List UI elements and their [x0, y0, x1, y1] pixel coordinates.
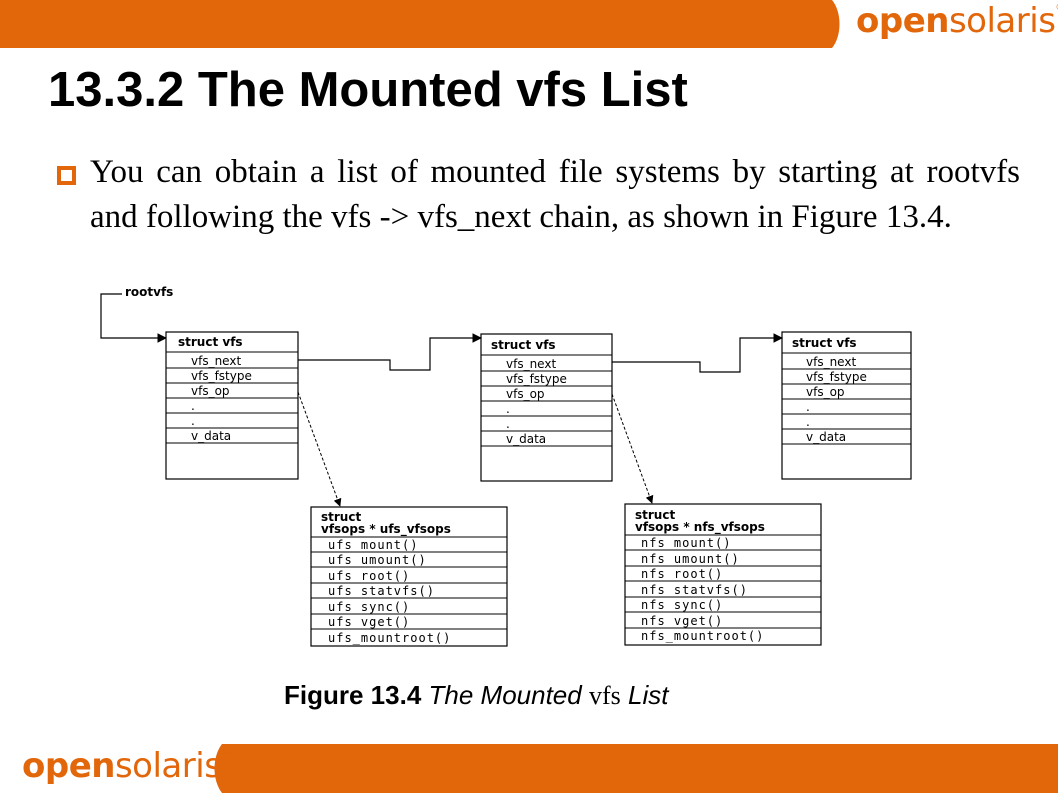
slide-title: 13.3.2 The Mounted vfs List	[48, 63, 688, 117]
struct-vfs-1: struct vfs vfs_next vfs_fstype vfs_op . …	[165, 331, 299, 480]
vfs-op-arrow-nfs	[611, 393, 654, 504]
struct-vfs-2-field: vfs_next	[506, 357, 556, 371]
figure-caption: Figure 13.4 The Mounted vfs List	[284, 680, 668, 711]
ufs-op-item: ufs_sync()	[328, 600, 410, 614]
nfs-vfsops-table: struct vfsops * nfs_vfsops nfs_mount() n…	[624, 503, 822, 646]
ufs-vfsops-table: struct vfsops * ufs_vfsops ufs_mount() u…	[310, 506, 508, 647]
struct-vfs-2-field: v_data	[506, 432, 546, 446]
nfs-op-item: nfs_statvfs()	[641, 583, 748, 597]
struct-vfs-3: struct vfs vfs_next vfs_fstype vfs_op . …	[781, 331, 912, 480]
nfs-op-item: nfs_sync()	[641, 598, 723, 612]
ufs-op-item: ufs_mount()	[328, 538, 418, 552]
nfs-vfsops-header: struct	[635, 508, 675, 522]
opensolaris-logo-bottom: opensolaris®	[22, 746, 230, 786]
ufs-op-item: ufs_vget()	[328, 615, 410, 629]
rootvfs-label: rootvfs	[125, 285, 173, 299]
nfs-op-item: nfs_root()	[641, 567, 723, 581]
struct-vfs-3-field: .	[806, 415, 810, 429]
struct-vfs-1-field: .	[191, 414, 195, 428]
struct-vfs-3-field: v_data	[806, 430, 846, 444]
vfs-next-arrow-1	[298, 333, 482, 371]
struct-vfs-2-field: vfs_fstype	[506, 372, 567, 386]
figure-caption-label: Figure 13.4	[284, 680, 422, 710]
struct-vfs-3-field: vfs_fstype	[806, 370, 867, 384]
nfs-op-item: nfs_umount()	[641, 552, 740, 566]
ufs-vfsops-header: struct	[321, 510, 361, 524]
ufs-op-item: ufs_mountroot()	[328, 631, 451, 645]
vfs-op-arrow-ufs	[297, 391, 342, 507]
figure-caption-code: vfs	[588, 681, 621, 710]
struct-vfs-2-field: .	[506, 417, 510, 431]
nfs-vfsops-header: vfsops * nfs_vfsops	[635, 520, 765, 535]
opensolaris-logo-top: opensolaris®	[856, 1, 1058, 41]
struct-vfs-3-field: vfs_next	[806, 355, 856, 369]
struct-vfs-2-header: struct vfs	[491, 338, 556, 352]
figure-caption-text: List	[627, 680, 669, 710]
ufs-vfsops-header: vfsops * ufs_vfsops	[321, 522, 451, 537]
bullet-text: You can obtain a list of mounted file sy…	[90, 154, 1020, 235]
struct-vfs-1-header: struct vfs	[178, 335, 243, 349]
struct-vfs-1-field: v_data	[191, 429, 231, 443]
vfs-next-arrow-2	[612, 333, 783, 373]
ufs-op-item: ufs_umount()	[328, 553, 427, 567]
nfs-op-item: nfs_mount()	[641, 536, 731, 550]
struct-vfs-3-field: .	[806, 400, 810, 414]
square-bullet-icon	[57, 166, 76, 185]
struct-vfs-1-field: vfs_next	[191, 354, 241, 368]
struct-vfs-1-field: .	[191, 399, 195, 413]
struct-vfs-2-field: .	[506, 402, 510, 416]
struct-vfs-3-header: struct vfs	[792, 336, 857, 350]
bottom-banner	[214, 744, 1058, 793]
struct-vfs-1-field: vfs_fstype	[191, 369, 252, 383]
ufs-op-item: ufs_root()	[328, 569, 410, 583]
ufs-op-item: ufs_statvfs()	[328, 584, 435, 598]
struct-vfs-1-field: vfs_op	[191, 384, 230, 398]
nfs-op-item: nfs_mountroot()	[641, 629, 764, 643]
figure-caption-text: The Mounted	[428, 680, 582, 710]
top-banner	[0, 0, 840, 48]
nfs-op-item: nfs_vget()	[641, 614, 723, 628]
struct-vfs-3-field: vfs_op	[806, 385, 845, 399]
struct-vfs-2: struct vfs vfs_next vfs_fstype vfs_op . …	[480, 333, 613, 482]
struct-vfs-2-field: vfs_op	[506, 387, 545, 401]
rootvfs-pointer	[100, 293, 167, 343]
